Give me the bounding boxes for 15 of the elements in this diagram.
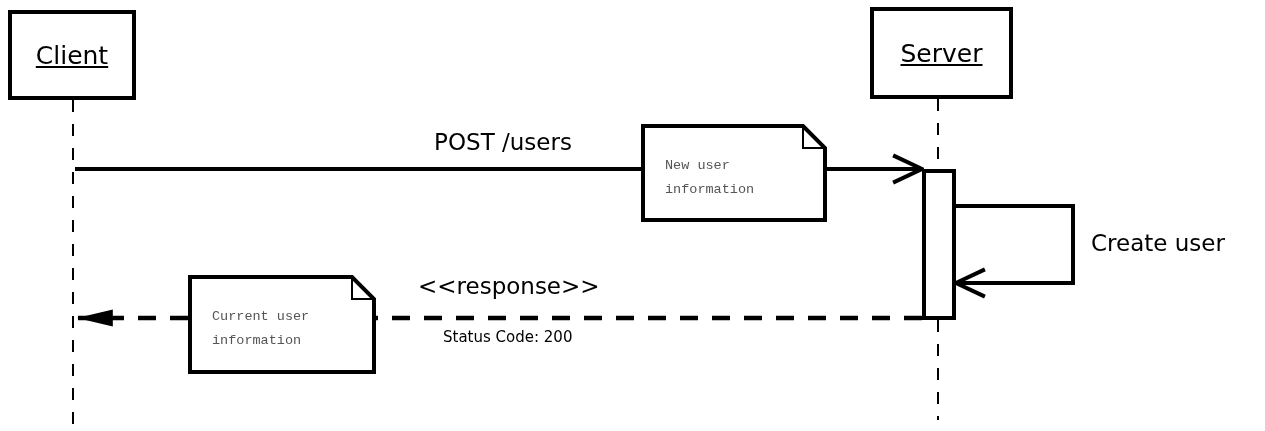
note-text: Current user information (212, 308, 311, 350)
message-line (75, 167, 641, 171)
edge-label: <<response>> (418, 272, 600, 300)
participant-name: Client (35, 40, 109, 70)
message-arrow (827, 153, 925, 185)
participant-name: Server (900, 38, 983, 68)
edge-label: POST /users (434, 128, 572, 156)
reply-arrow (76, 309, 188, 327)
edge-label: Create user (1091, 229, 1225, 257)
note-text: New user information (665, 157, 756, 199)
status-code-note: Status Code: 200 (443, 328, 573, 346)
activation-bar (922, 169, 956, 320)
participant-box (8, 10, 136, 100)
lifeline (937, 319, 939, 421)
participant-box (870, 7, 1013, 99)
